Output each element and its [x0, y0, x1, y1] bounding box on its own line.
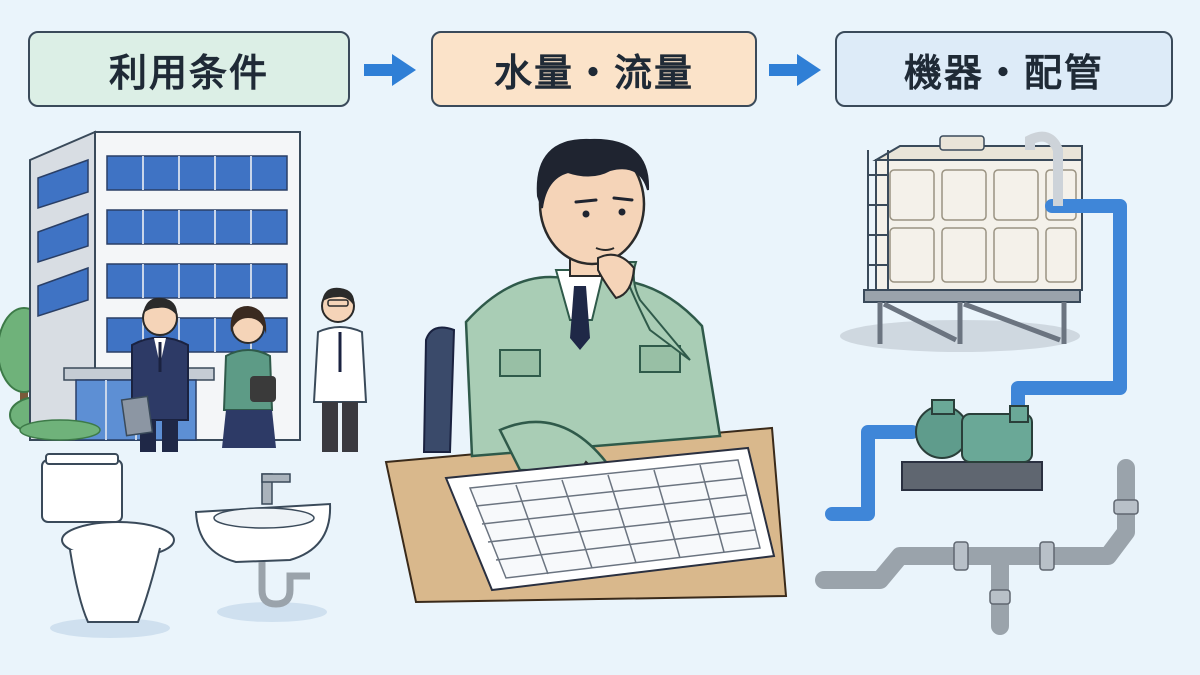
step-usage-conditions-label: 利用条件 — [108, 50, 269, 95]
step-water-flow-label: 水量・流量 — [493, 50, 694, 95]
washbasin-icon — [194, 473, 332, 622]
bush-icon — [19, 419, 101, 441]
flow-table-icon — [444, 446, 776, 592]
overflow-pipe-icon — [1025, 131, 1063, 206]
step-equipment-piping: 機器・配管 — [835, 31, 1173, 107]
step-water-flow: 水量・流量 — [431, 31, 757, 107]
step-equipment-piping-label: 機器・配管 — [903, 50, 1104, 95]
pipe-coupling-icon — [953, 499, 1139, 605]
flow-arrow-icon — [769, 54, 821, 86]
blue-supply-pipe-icon — [825, 199, 1127, 521]
people-icon — [120, 287, 368, 452]
flow-arrow-icon — [364, 54, 416, 86]
water-tank-icon — [840, 135, 1083, 352]
engineer-icon — [422, 138, 722, 493]
toilet-icon — [41, 453, 175, 638]
pump-icon — [901, 399, 1043, 491]
step-usage-conditions: 利用条件 — [28, 31, 350, 107]
